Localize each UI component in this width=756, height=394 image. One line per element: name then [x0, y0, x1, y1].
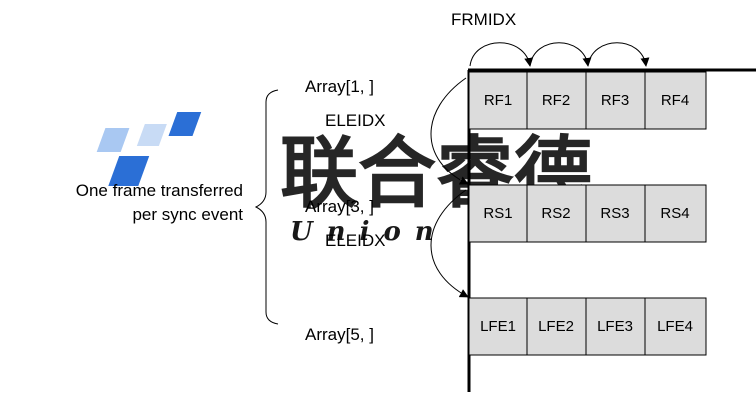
caption-line-1: One frame transferred: [76, 181, 243, 200]
eleidx-arrow-1: [430, 77, 469, 185]
watermark-logo-square-3: [168, 112, 202, 136]
cell-rf3: [585, 71, 646, 130]
cell-text-lfe1: LFE1: [480, 318, 516, 335]
row-array-1: RF1 RF2 RF3 RF4: [468, 71, 707, 130]
label-eleidx-1: ELEIDX: [325, 111, 385, 130]
cell-text-lfe4: LFE4: [657, 318, 693, 335]
cell-rs3: [585, 184, 646, 243]
cell-text-lfe3: LFE3: [597, 318, 633, 335]
eleidx-arrow-2: [430, 189, 469, 298]
cell-lfe1: [468, 297, 528, 356]
cell-text-rs4: RS4: [660, 205, 689, 222]
row-array-5: LFE1 LFE2 LFE3 LFE4: [468, 297, 707, 356]
frmidx-arrow-3: [587, 42, 650, 67]
label-eleidx-2: ELEIDX: [325, 231, 385, 250]
label-array-5: Array[5, ]: [305, 325, 374, 344]
cell-lfe4: [644, 297, 707, 356]
cell-rs1: [468, 184, 528, 243]
cell-lfe2: [526, 297, 587, 356]
label-frmidx: FRMIDX: [451, 10, 516, 29]
watermark-logo-square-4: [108, 156, 150, 186]
label-array-1: Array[1, ]: [305, 77, 374, 96]
cell-text-rs2: RS2: [541, 205, 570, 222]
watermark-logo-square-1: [96, 128, 130, 152]
cell-text-rf3: RF3: [601, 92, 629, 109]
row-array-3: RS1 RS2 RS3 RS4: [468, 184, 707, 243]
cell-lfe3: [585, 297, 646, 356]
cell-text-rf4: RF4: [661, 92, 689, 109]
cell-text-rs3: RS3: [600, 205, 629, 222]
frmidx-arrow-2: [529, 42, 592, 67]
cell-rs2: [526, 184, 587, 243]
cell-text-rs1: RS1: [483, 205, 512, 222]
frmidx-arrow-1: [469, 42, 534, 67]
curly-brace: [254, 89, 279, 325]
cell-text-rf1: RF1: [484, 92, 512, 109]
caption-line-2: per sync event: [132, 205, 243, 224]
cell-rf2: [526, 71, 587, 130]
label-array-3: Array[3, ]: [305, 197, 374, 216]
cell-rs4: [644, 184, 707, 243]
watermark-logo-square-2: [136, 124, 167, 146]
cell-text-lfe2: LFE2: [538, 318, 574, 335]
cell-text-rf2: RF2: [542, 92, 570, 109]
watermark-logo: [96, 112, 202, 186]
cell-rf4: [644, 71, 707, 130]
